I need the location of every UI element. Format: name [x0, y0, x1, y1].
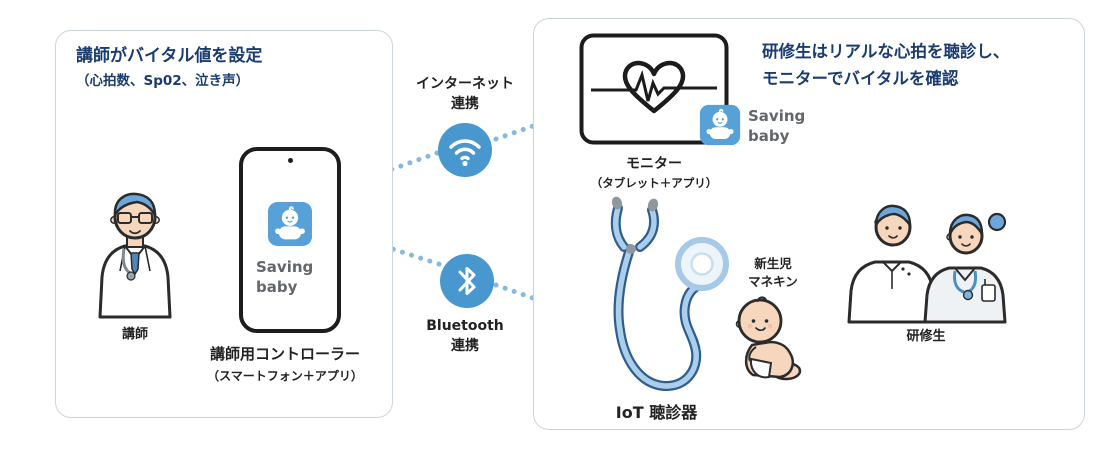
monitor-app-name-line2: baby — [748, 127, 790, 146]
trainee-panel: Saving baby モニター （タブレット＋アプリ） 研修生はリアルな心拍を… — [533, 18, 1085, 430]
bluetooth-link-label-line1: Bluetooth — [426, 318, 504, 334]
internet-link-label: インターネット 連携 — [405, 74, 525, 115]
controller-phone: Saving baby — [239, 147, 341, 333]
instructor-panel: 講師がバイタル値を設定 （心拍数、Sp02、泣き声） 講師 — [55, 30, 393, 418]
mannequin-label-line1: 新生児 — [754, 256, 792, 271]
instructor-heading-line2: （心拍数、Sp02、泣き声） — [76, 73, 250, 89]
trainee-heading-line1: 研修生はリアルな心拍を聴診し、 — [762, 42, 1010, 61]
controller-label: 講師用コントローラー — [209, 345, 360, 363]
bluetooth-icon — [440, 254, 494, 308]
mannequin-label-line2: マネキン — [748, 273, 798, 289]
stethoscope-illustration — [584, 194, 729, 399]
mannequin-label: 新生児 マネキン — [730, 255, 816, 290]
bluetooth-link-label-line2: 連携 — [451, 338, 479, 355]
phone-app-name: Saving baby — [243, 257, 337, 298]
trainees-label: 研修生 — [906, 329, 946, 344]
phone-app-name-line1: Saving — [256, 258, 314, 276]
internet-link-label-line1: インターネット — [416, 76, 514, 92]
monitor-app-name-line1: Saving — [748, 107, 806, 125]
trainee-heading-line2: モニターでバイタルを確認 — [762, 68, 959, 88]
internet-link-label-line2: 連携 — [451, 96, 479, 113]
wifi-icon — [438, 123, 492, 177]
trainee-heading: 研修生はリアルな心拍を聴診し、 モニターでバイタルを確認 — [762, 39, 1009, 92]
instructor-illustration — [80, 189, 190, 319]
stethoscope-label: IoT 聴診器 — [615, 403, 698, 422]
bluetooth-link-label: Bluetooth 連携 — [405, 316, 525, 357]
saving-baby-app-icon-monitor — [699, 104, 741, 146]
instructor-heading-line1: 講師がバイタル値を設定 — [76, 46, 263, 66]
instructor-label: 講師 — [121, 327, 148, 342]
phone-app-name-line2: baby — [256, 278, 298, 297]
monitor-app-name: Saving baby — [748, 106, 805, 147]
controller-sublabel: （スマートフォン＋アプリ） — [207, 369, 363, 383]
heart-monitor-illustration — [579, 33, 729, 145]
trainees-illustration — [837, 189, 1017, 324]
monitor-label: モニター — [626, 156, 682, 172]
monitor-sublabel: （タブレット＋アプリ） — [590, 176, 718, 190]
saving-baby-app-icon — [267, 201, 313, 247]
newborn-mannequin-illustration — [720, 295, 808, 387]
phone-camera-dot — [287, 158, 293, 163]
